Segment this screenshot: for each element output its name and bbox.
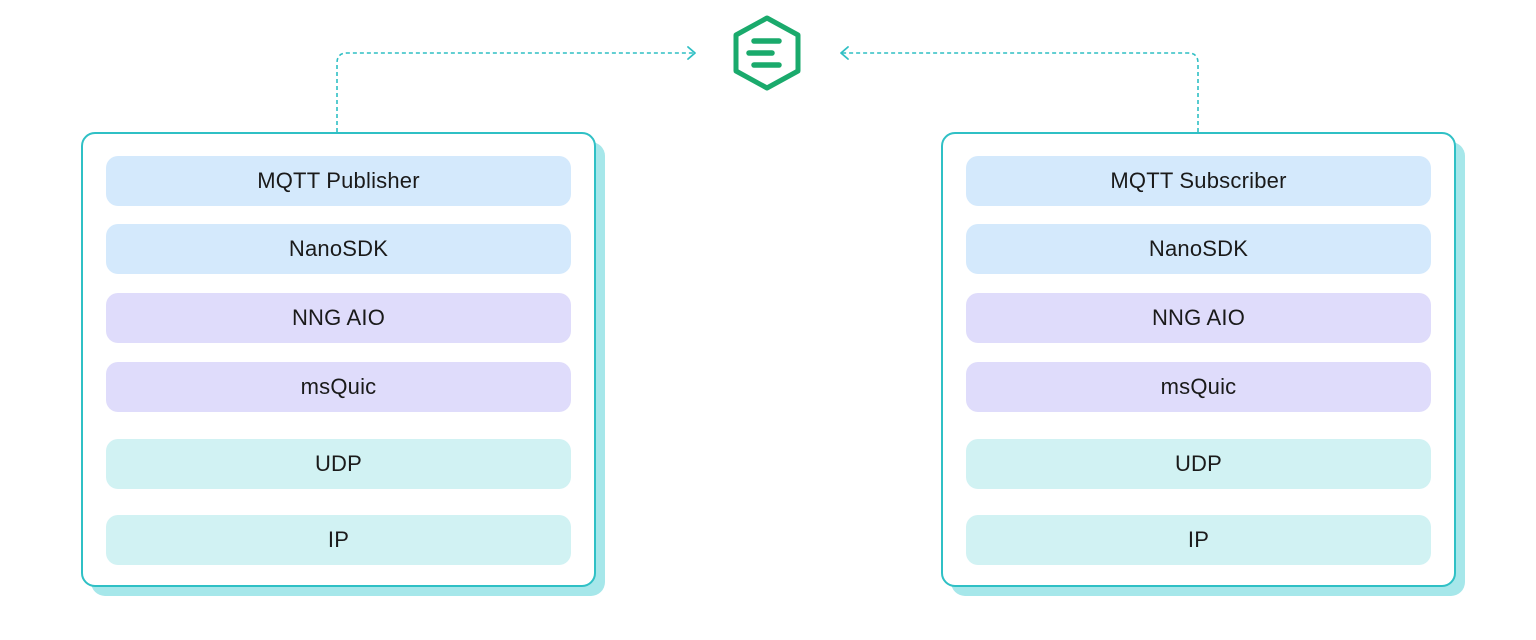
layer-udp: UDP [966,439,1431,489]
layer-ip: IP [106,515,571,565]
layer-label: MQTT Subscriber [1110,168,1287,193]
broker-hexagon-icon [733,15,801,91]
layer-udp: UDP [106,439,571,489]
arrowhead-left-icon [840,46,849,60]
layer-label: IP [1187,527,1210,552]
layer-msquic: msQuic [966,362,1431,412]
layer-msquic: msQuic [106,362,571,412]
layer-label: MQTT Publisher [257,168,420,193]
subscriber-stack: MQTT Subscriber NanoSDK NNG AIO msQuic U… [941,132,1456,587]
layer-label: UDP [1174,451,1223,476]
layer-label: NanoSDK [1148,236,1249,261]
layer-nanosdk: NanoSDK [966,224,1431,274]
layer-label: NNG AIO [291,305,386,330]
layer-label: IP [327,527,350,552]
layer-label: NNG AIO [1151,305,1246,330]
layer-mqtt-subscriber: MQTT Subscriber [966,156,1431,206]
publisher-to-broker-connector [336,52,694,132]
layer-label: UDP [314,451,363,476]
layer-label: msQuic [1160,374,1237,399]
publisher-stack: MQTT Publisher NanoSDK NNG AIO msQuic UD… [81,132,596,587]
layer-nng-aio: NNG AIO [106,293,571,343]
layer-label: NanoSDK [288,236,389,261]
layer-nanosdk: NanoSDK [106,224,571,274]
layer-nng-aio: NNG AIO [966,293,1431,343]
layer-label: msQuic [300,374,377,399]
layer-ip: IP [966,515,1431,565]
layer-mqtt-publisher: MQTT Publisher [106,156,571,206]
subscriber-from-broker-connector [842,52,1199,132]
arrowhead-right-icon [687,46,696,60]
